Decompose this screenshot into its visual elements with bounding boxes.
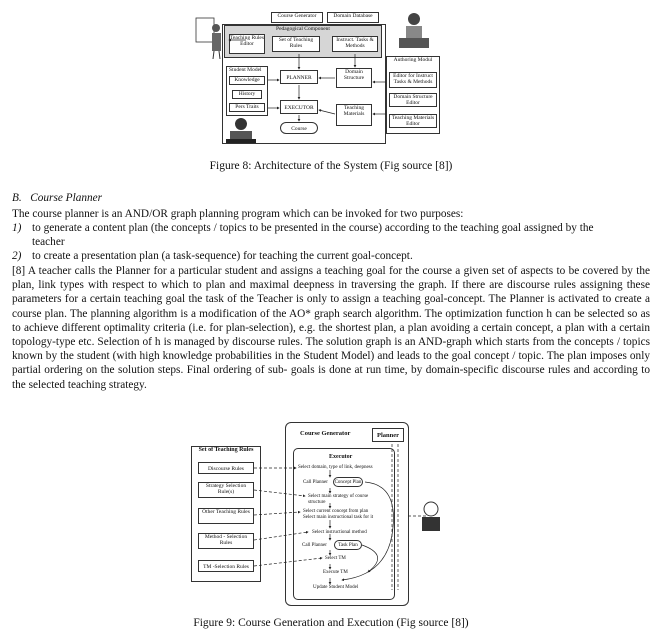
fig9-course-generator-frame — [285, 422, 409, 606]
fig8-teaching-materials-editor-label: Teaching Materials Editor — [391, 115, 435, 128]
fig8-instruct-tasks: Instruct. Tasks & Methods — [332, 36, 378, 52]
fig8-authoring-modul-label: Authoring Modul — [393, 57, 433, 63]
fig8-connectors — [228, 38, 386, 122]
author-figure-icon — [399, 13, 429, 48]
fig8-teaching-materials: Teaching Materials — [336, 104, 372, 126]
figure-8-caption: Figure 8: Architecture of the System (Fi… — [209, 160, 453, 172]
fig8-domain-structure-label: Domain Structure — [343, 69, 365, 82]
list-item-1-cont: teacher — [32, 236, 65, 248]
fig8-domain-structure: Domain Structure — [336, 68, 372, 88]
fig9-step-select-strategy: Select main strategy of course structure — [308, 494, 369, 505]
fig9-rule-other: Other Teaching Rules — [198, 508, 254, 524]
section-heading: B. Course Planner — [12, 192, 102, 204]
fig9-step-call-planner-2: Call Planner — [302, 543, 327, 548]
fig8-executor-label: EXECUTOR — [284, 105, 314, 111]
fig9-rule-discourse-label: Discourse Rules — [208, 466, 244, 472]
fig8-teaching-materials-label: Teaching Materials — [343, 105, 365, 118]
fig9-executor-label: Executor — [329, 454, 353, 460]
fig8-set-of-teaching-rules: Set of Teaching Rules — [272, 36, 320, 52]
fig9-concept-plan: Concept Plan — [333, 477, 363, 487]
list-item-2-number: 2) — [12, 250, 22, 262]
fig8-pers-traits-label: Pers Traits — [235, 104, 259, 110]
fig8-pedagogical-label: Pedagogical Component — [276, 26, 330, 32]
fig8-editor-instruct-label: Editor for Instruct Tasks & Methods — [393, 73, 433, 86]
fig8-history-label: History — [238, 91, 256, 97]
fig9-step-select-tm: Select TM — [325, 556, 346, 561]
section-title: Course Planner — [30, 192, 103, 204]
fig9-step-call-planner-1: Call Planner — [303, 480, 328, 485]
fig8-outer-frame — [222, 24, 386, 144]
fig8-planner-label: PLANNER — [286, 75, 312, 81]
section-number: B. — [12, 192, 22, 204]
fig8-teaching-rules-editor-label: Teaching Rules Editor — [230, 35, 264, 48]
fig8-course: Course — [280, 122, 318, 134]
section-body: [8] A teacher calls the Planner for a pa… — [12, 265, 650, 391]
fig9-step-execute-tm: Execute TM — [323, 570, 348, 575]
fig9-course-generator-label: Course Generator — [300, 430, 351, 437]
list-item-1-number: 1) — [12, 222, 22, 234]
list-item-2-text: to create a presentation plan (a task-se… — [32, 250, 413, 262]
fig9-planner-label: Planner — [376, 432, 400, 439]
list-item-1-text: to generate a content plan (the concepts… — [32, 222, 594, 234]
student-figure-icon — [422, 501, 440, 531]
fig8-domain-structure-editor: Domain Structure Editor — [389, 93, 437, 107]
fig9-step-select-domain: Select domain, type of link, deepness — [298, 465, 373, 470]
fig8-planner: PLANNER — [280, 70, 318, 84]
fig9-rule-other-label: Other Teaching Rules — [202, 509, 250, 515]
fig9-step-update-model: Update Student Model — [313, 585, 359, 590]
fig9-concept-plan-label: Concept Plan — [334, 480, 362, 485]
fig8-knowledge-label: Knowledge — [234, 77, 260, 83]
fig8-domain-database: Domain Database — [327, 12, 379, 23]
fig9-step-select-task: Select main instructional task for it — [303, 515, 374, 520]
fig9-task-plan-label: Task Plan — [338, 543, 358, 548]
fig9-rule-method-label: Method - Selection Rules — [204, 534, 248, 547]
fig9-rule-tm-label: TM -Selection Rules — [203, 564, 249, 570]
fig8-domain-structure-editor-label: Domain Structure Editor — [393, 94, 433, 107]
fig8-teaching-materials-editor: Teaching Materials Editor — [389, 114, 437, 128]
fig8-executor: EXECUTOR — [280, 100, 318, 114]
fig9-set-of-teaching-rules-label: Set of Teaching Rules — [198, 447, 254, 453]
section-intro: The course planner is an AND/OR graph pl… — [12, 208, 464, 220]
fig9-connectors — [253, 444, 426, 590]
fig9-rule-strategy: Strategy Selection Rule(s) — [198, 482, 254, 498]
fig8-history: History — [232, 90, 262, 99]
fig8-course-generator: Course Generator — [271, 12, 323, 23]
fig9-step-select-concept: Select current concept from plan — [303, 509, 369, 514]
fig8-domain-database-label: Domain Database — [333, 13, 373, 19]
fig9-task-plan: Task Plan — [334, 540, 362, 550]
fig8-knowledge: Knowledge — [229, 76, 265, 85]
fig8-student-model-label: Student Model — [229, 67, 262, 73]
fig9-rule-strategy-label: Strategy Selection Rule(s) — [205, 483, 247, 496]
figure-9-caption: Figure 9: Course Generation and Executio… — [193, 617, 469, 629]
fig9-step-select-method: Select instructional method — [312, 530, 367, 535]
fig8-teaching-rules-editor: Teaching Rules Editor — [229, 34, 265, 54]
fig9-rule-method: Method - Selection Rules — [198, 533, 254, 549]
fig9-executor-frame — [293, 448, 395, 600]
fig8-pers-traits: Pers Traits — [229, 103, 265, 112]
fig9-rule-tm: TM -Selection Rules — [198, 560, 254, 572]
fig8-course-generator-label: Course Generator — [277, 13, 317, 19]
fig8-editor-instruct: Editor for Instruct Tasks & Methods — [389, 72, 437, 88]
student-figure-icon — [226, 118, 256, 143]
fig8-course-label: Course — [291, 126, 307, 132]
fig8-set-of-teaching-rules-label: Set of Teaching Rules — [278, 37, 314, 50]
fig8-instruct-tasks-label: Instruct. Tasks & Methods — [336, 37, 374, 50]
fig9-planner: Planner — [372, 428, 404, 442]
fig9-rule-discourse: Discourse Rules — [198, 462, 254, 474]
teacher-figure-icon — [195, 17, 221, 60]
